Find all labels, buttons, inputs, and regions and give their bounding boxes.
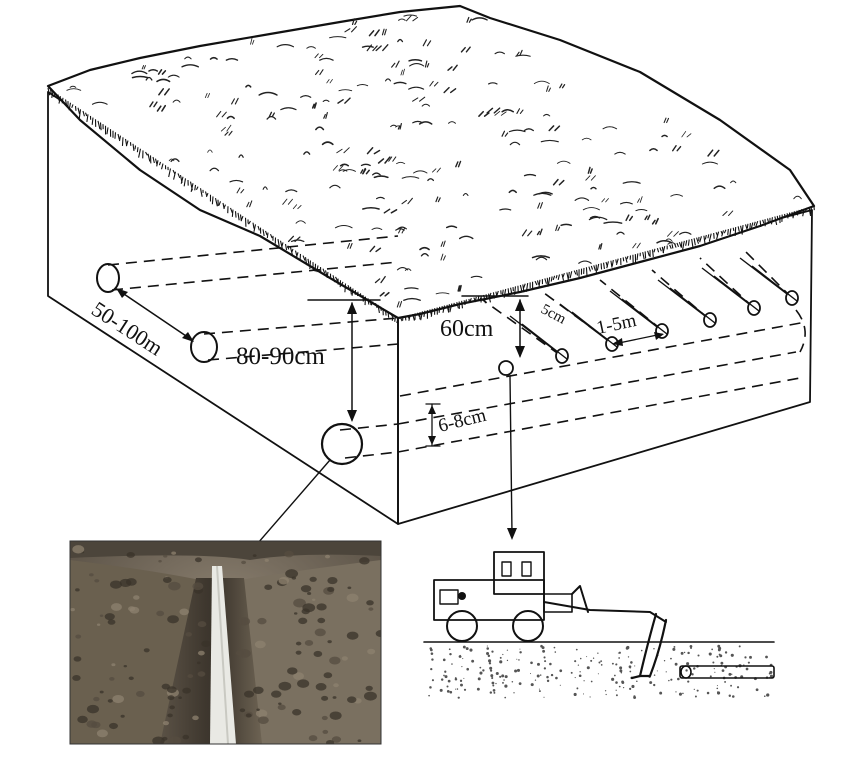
spacing-main-label: 50-100m (87, 296, 167, 360)
pipe-ends (96, 257, 799, 466)
ground-gravel (428, 644, 773, 700)
trench-photo (70, 541, 381, 744)
dimension-marks (116, 288, 664, 447)
soil-block (46, 4, 816, 525)
lateral-spacing-label: 1-5m (595, 310, 639, 339)
lateral-diameter-label: 5cm (538, 301, 569, 327)
grass-surface (46, 4, 816, 320)
lateral-pipes (509, 257, 799, 364)
dimension-labels: 50-100m 80-90cm 60cm 6-8cm 1-5m 5cm (87, 296, 638, 437)
drain-laying-machine (423, 551, 775, 700)
depth-main-label: 80-90cm (236, 343, 325, 370)
depth-lateral-label: 60cm (440, 316, 494, 342)
grass-texture (66, 14, 802, 308)
pipe-diameter-label: 6-8cm (436, 405, 488, 437)
grass-fringe (47, 87, 815, 326)
soil-clods (70, 545, 381, 744)
